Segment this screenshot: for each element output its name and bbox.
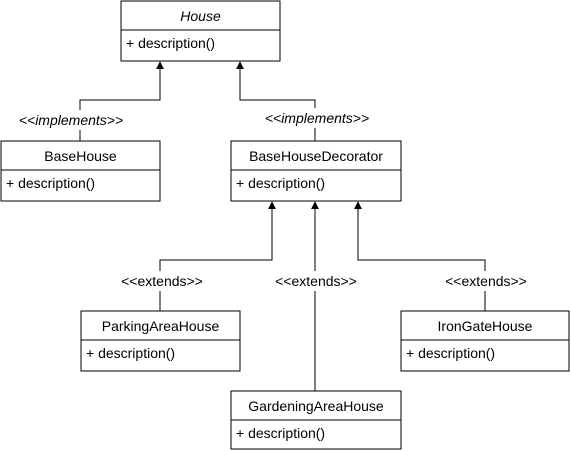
- relation-label-decorator-implements: <<implements>>: [265, 110, 369, 126]
- relation-label-gardening-extends: <<extends>>: [275, 273, 357, 289]
- class-box-iron-gate-house: IronGateHouse + description(): [400, 310, 570, 372]
- class-member-iron-gate-house: + description(): [406, 345, 495, 361]
- class-box-parking-area-house: ParkingAreaHouse + description(): [80, 310, 241, 372]
- class-box-base-house: BaseHouse + description(): [0, 140, 161, 202]
- class-name-gardening-area-house: GardeningAreaHouse: [248, 398, 384, 414]
- class-name-base-house-decorator: BaseHouseDecorator: [249, 148, 383, 164]
- class-box-base-house-decorator: BaseHouseDecorator + description(): [230, 140, 402, 202]
- class-box-gardening-area-house: GardeningAreaHouse + description(): [230, 390, 402, 450]
- class-member-gardening-area-house: + description(): [236, 425, 325, 441]
- relation-label-irongate-extends: <<extends>>: [445, 273, 527, 289]
- connector-parking-to-decorator: [159, 201, 276, 311]
- class-member-base-house-decorator: + description(): [236, 175, 325, 191]
- class-box-house: House + description(): [120, 0, 281, 62]
- class-member-base-house: + description(): [6, 175, 95, 191]
- class-name-house: House: [180, 8, 221, 24]
- relation-label-base-house-implements: <<implements>>: [19, 112, 123, 128]
- class-member-parking-area-house: + description(): [86, 345, 175, 361]
- class-name-base-house: BaseHouse: [44, 148, 117, 164]
- connector-decorator-to-house: [236, 61, 316, 141]
- class-name-iron-gate-house: IronGateHouse: [438, 318, 533, 334]
- class-member-house: + description(): [126, 35, 215, 51]
- class-name-parking-area-house: ParkingAreaHouse: [102, 318, 220, 334]
- connector-irongate-to-decorator: [354, 201, 486, 311]
- relation-label-parking-extends: <<extends>>: [121, 273, 203, 289]
